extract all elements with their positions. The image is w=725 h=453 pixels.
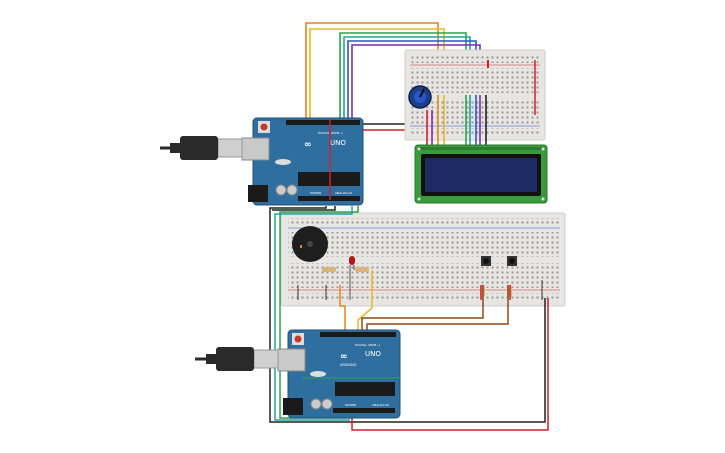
- main-breadboard[interactable]: [280, 212, 566, 307]
- usb-cable-icon[interactable]: [160, 136, 243, 160]
- potentiometer-icon[interactable]: [408, 85, 432, 109]
- board-top-power-label: POWER: [310, 191, 321, 195]
- top-breadboard[interactable]: [404, 49, 546, 141]
- lcd-header-wires[interactable]: [426, 95, 487, 145]
- board-bottom-brand: UNO: [365, 350, 381, 358]
- board-bottom-analog-label: ANALOG IN: [372, 403, 389, 407]
- svg-text:∞: ∞: [304, 140, 312, 150]
- board-bottom-digital-label: DIGITAL (PWM~): [355, 343, 380, 347]
- piezo-buzzer-icon[interactable]: [292, 226, 328, 262]
- lcd-display[interactable]: [414, 144, 548, 204]
- breadboard-jumpers[interactable]: [297, 280, 543, 300]
- red-led-icon[interactable]: [349, 256, 355, 300]
- board-top-analog-label: ANALOG IN: [335, 191, 352, 195]
- arduino-uno-bottom[interactable]: ∞ UNO ARDUINO DIGITAL (PWM~) POWER ANALO…: [277, 329, 401, 419]
- svg-text:∞: ∞: [340, 352, 348, 362]
- board-bottom-sub-brand: ARDUINO: [340, 363, 357, 367]
- usb-cable-icon[interactable]: [195, 347, 279, 371]
- board-top-brand: UNO: [330, 139, 346, 147]
- board-bottom-power-label: POWER: [345, 403, 356, 407]
- pushbuttons[interactable]: [481, 256, 517, 266]
- arduino-uno-top[interactable]: ∞ UNO DIGITAL (PWM~) POWER ANALOG IN: [241, 117, 364, 206]
